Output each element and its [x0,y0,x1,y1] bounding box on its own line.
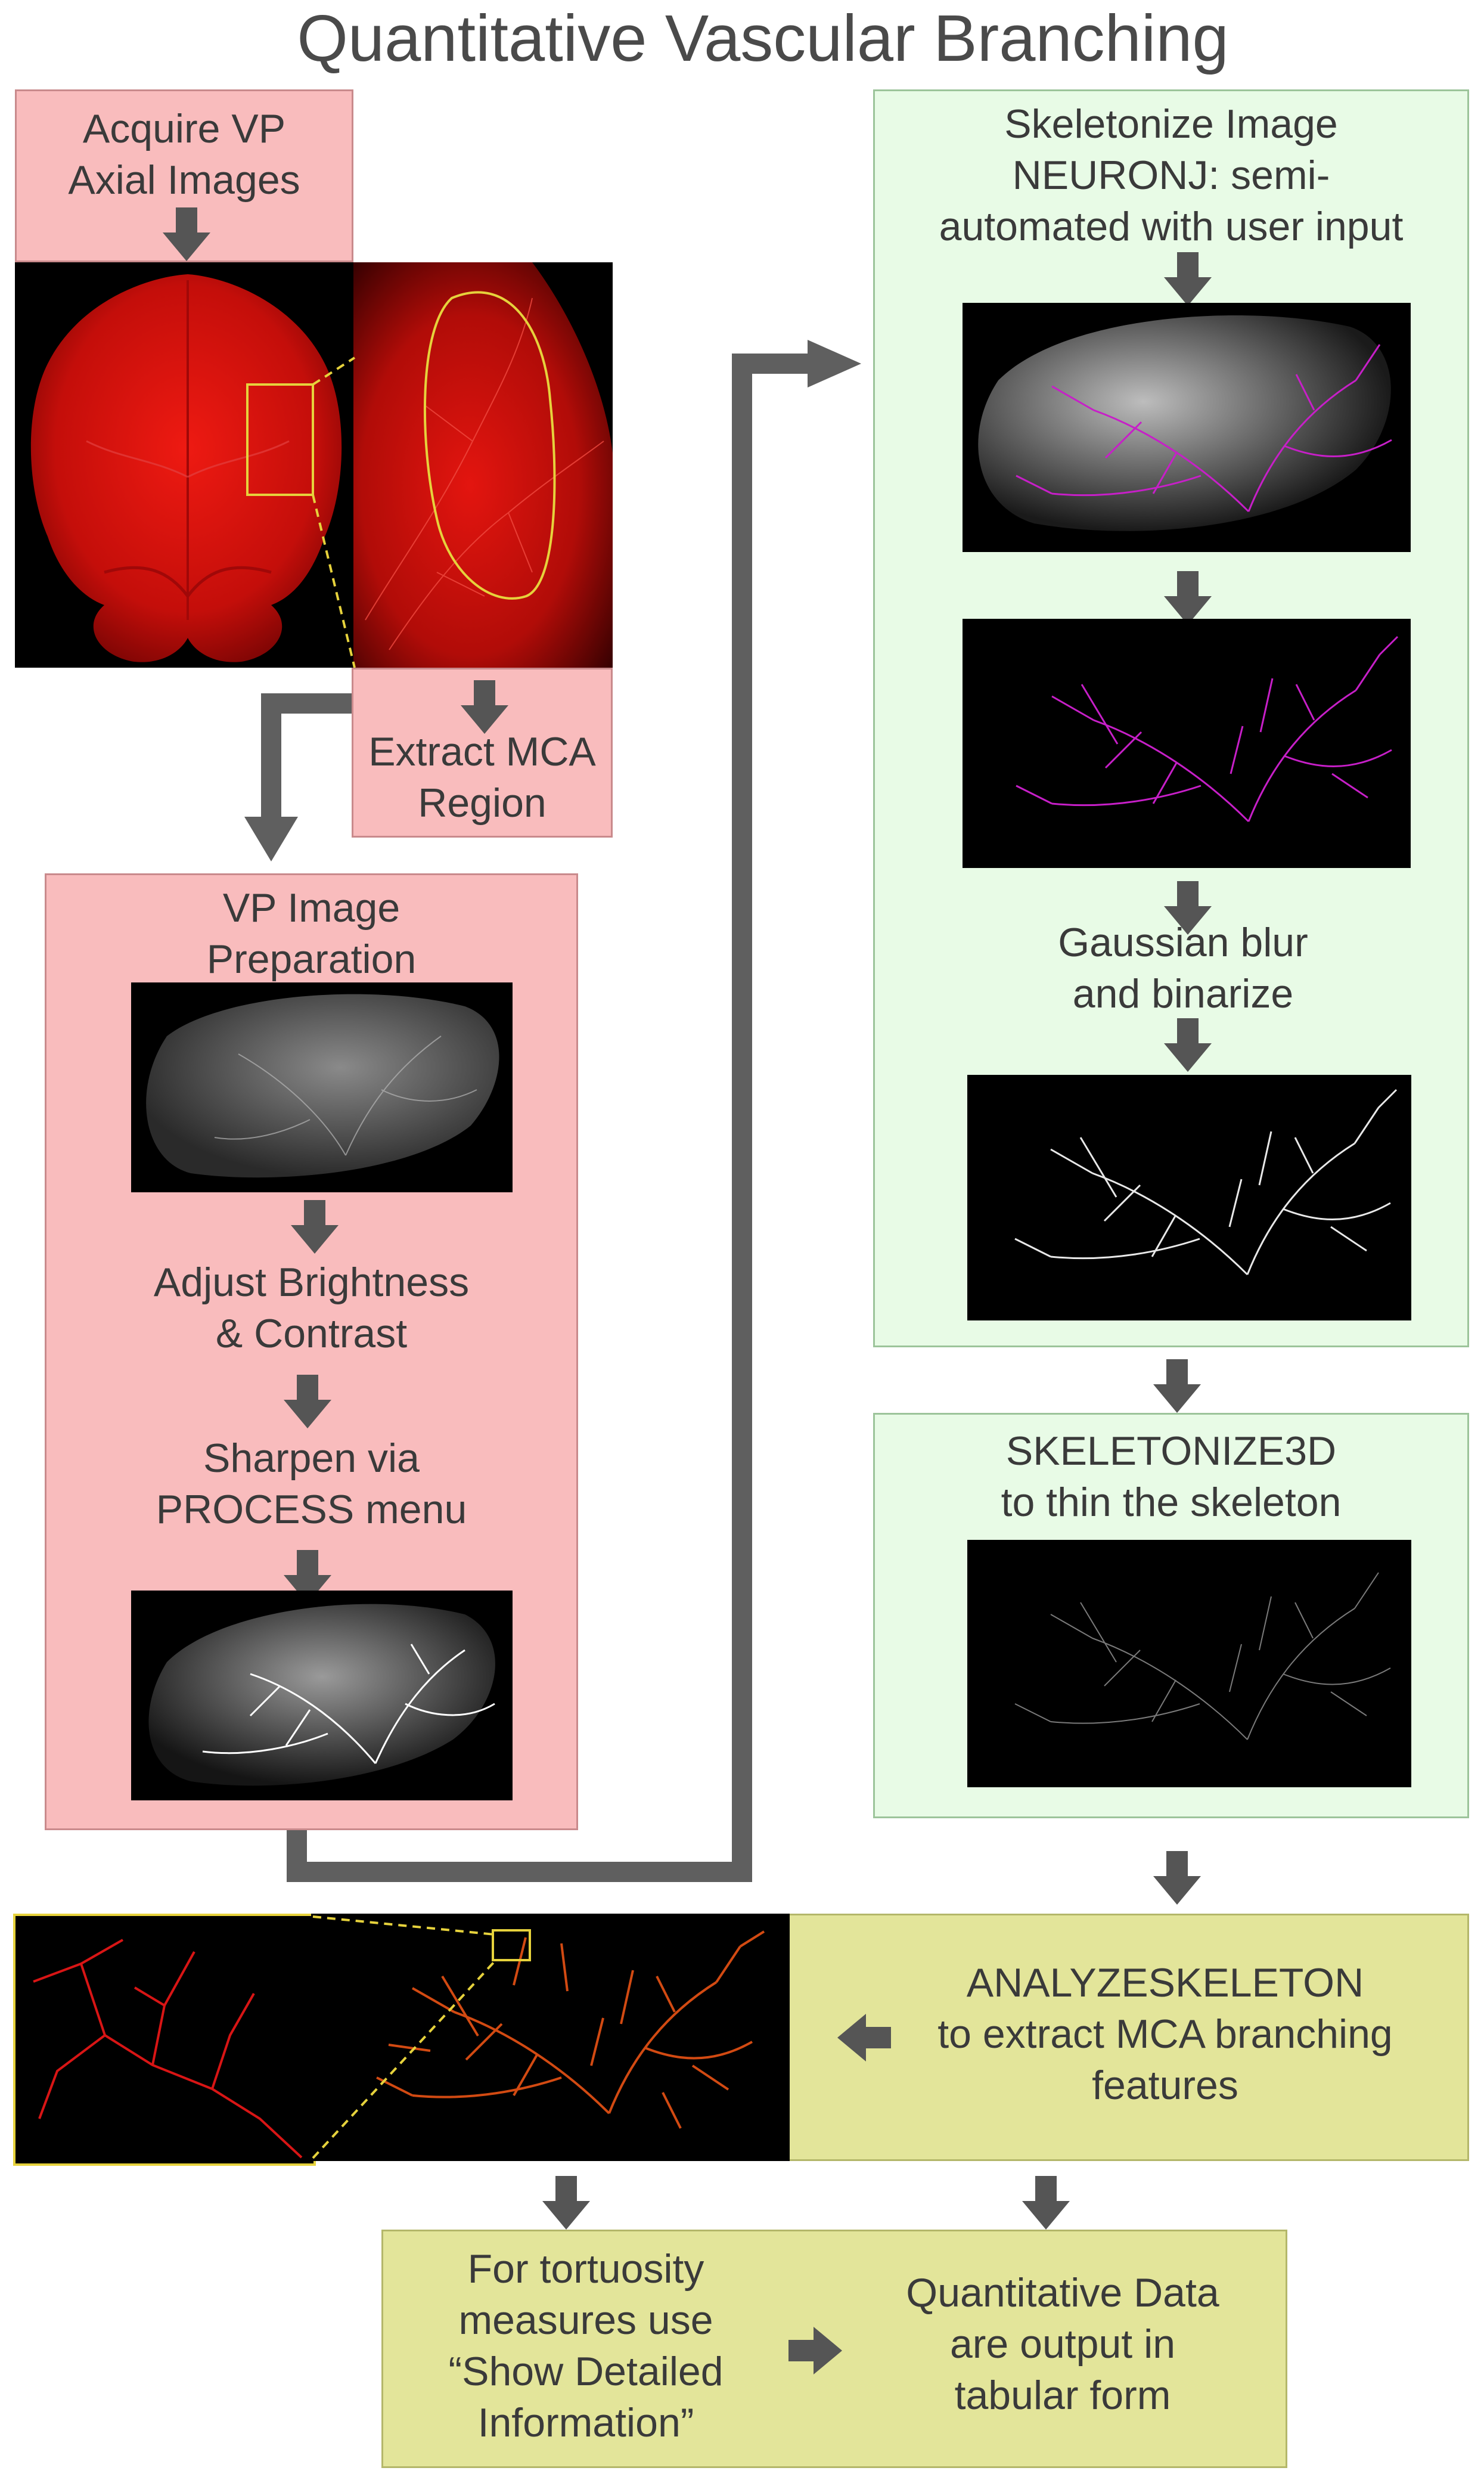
thin-skeleton-image [967,1540,1411,1787]
down-arrow-icon [284,1375,331,1428]
prep-title: VP Image Preparation [206,885,417,982]
gaussian-blur-label: Gaussian blur and binarize [1058,920,1308,1016]
page-title: Quantitative Vascular Branching [297,2,1229,75]
elbow-connector-arrow [287,340,861,1882]
tortuosity-label: For tortuosity measures use “Show Detail… [448,2246,724,2445]
zoom-connector-lines [312,356,356,668]
skeletonize3d-box: SKELETONIZE3D to thin the skeleton [873,1413,1469,1818]
prep-step-brightness: Adjust Brightness & Contrast [153,1260,470,1356]
zoom-connector-lines [312,1915,496,2159]
down-arrow-icon [1164,571,1212,625]
brain-axial-image [15,262,353,668]
down-arrow-icon [461,680,508,734]
extract-label: Extract MCA Region [368,729,596,826]
elbow-connector-arrow [244,693,352,861]
prep-sharpened-image [131,1591,513,1800]
mca-zoom-image [353,262,613,668]
acquire-label: Acquire VP Axial Images [68,106,300,203]
prep-raw-image [131,982,513,1192]
magenta-skeleton-image [963,619,1411,868]
right-arrow-icon [788,2327,842,2374]
down-arrow-icon [1164,252,1212,306]
down-arrow-icon [284,1550,331,1604]
prep-step-sharpen: Sharpen via PROCESS menu [156,1436,467,1532]
analyze-box: ANALYZESKELETON to extract MCA branching… [790,1914,1469,2161]
down-arrow-icon [291,1200,339,1254]
output-box: For tortuosity measures use “Show Detail… [381,2230,1287,2468]
down-arrow-icon [1153,1359,1201,1413]
left-arrow-icon [837,2014,891,2061]
prep-box: VP Image Preparation Adjust Brightness &… [45,873,578,1830]
analyze-label: ANALYZESKELETON to extract MCA branching… [937,1960,1393,2108]
binarized-skeleton-image [967,1075,1411,1320]
skeletonize-title: Skeletonize Image NEURONJ: semi- automat… [939,101,1404,249]
branch-zoom-image [13,1914,316,2166]
down-arrow-icon [163,207,210,261]
extract-box: Extract MCA Region [352,668,613,838]
output-label: Quantitative Data are output in tabular … [906,2270,1219,2418]
skeletonize-box: Skeletonize Image NEURONJ: semi- automat… [873,89,1469,1347]
down-arrow-icon [1022,2176,1070,2230]
down-arrow-icon [1164,1018,1212,1072]
branched-skeleton-image [311,1914,790,2161]
down-arrow-icon [542,2176,590,2230]
down-arrow-icon [1153,1851,1201,1905]
neuronj-trace-image [963,303,1411,552]
down-arrow-icon [1164,881,1212,935]
skeletonize3d-label: SKELETONIZE3D to thin the skeleton [1001,1428,1342,1525]
acquire-box: Acquire VP Axial Images [15,89,353,262]
